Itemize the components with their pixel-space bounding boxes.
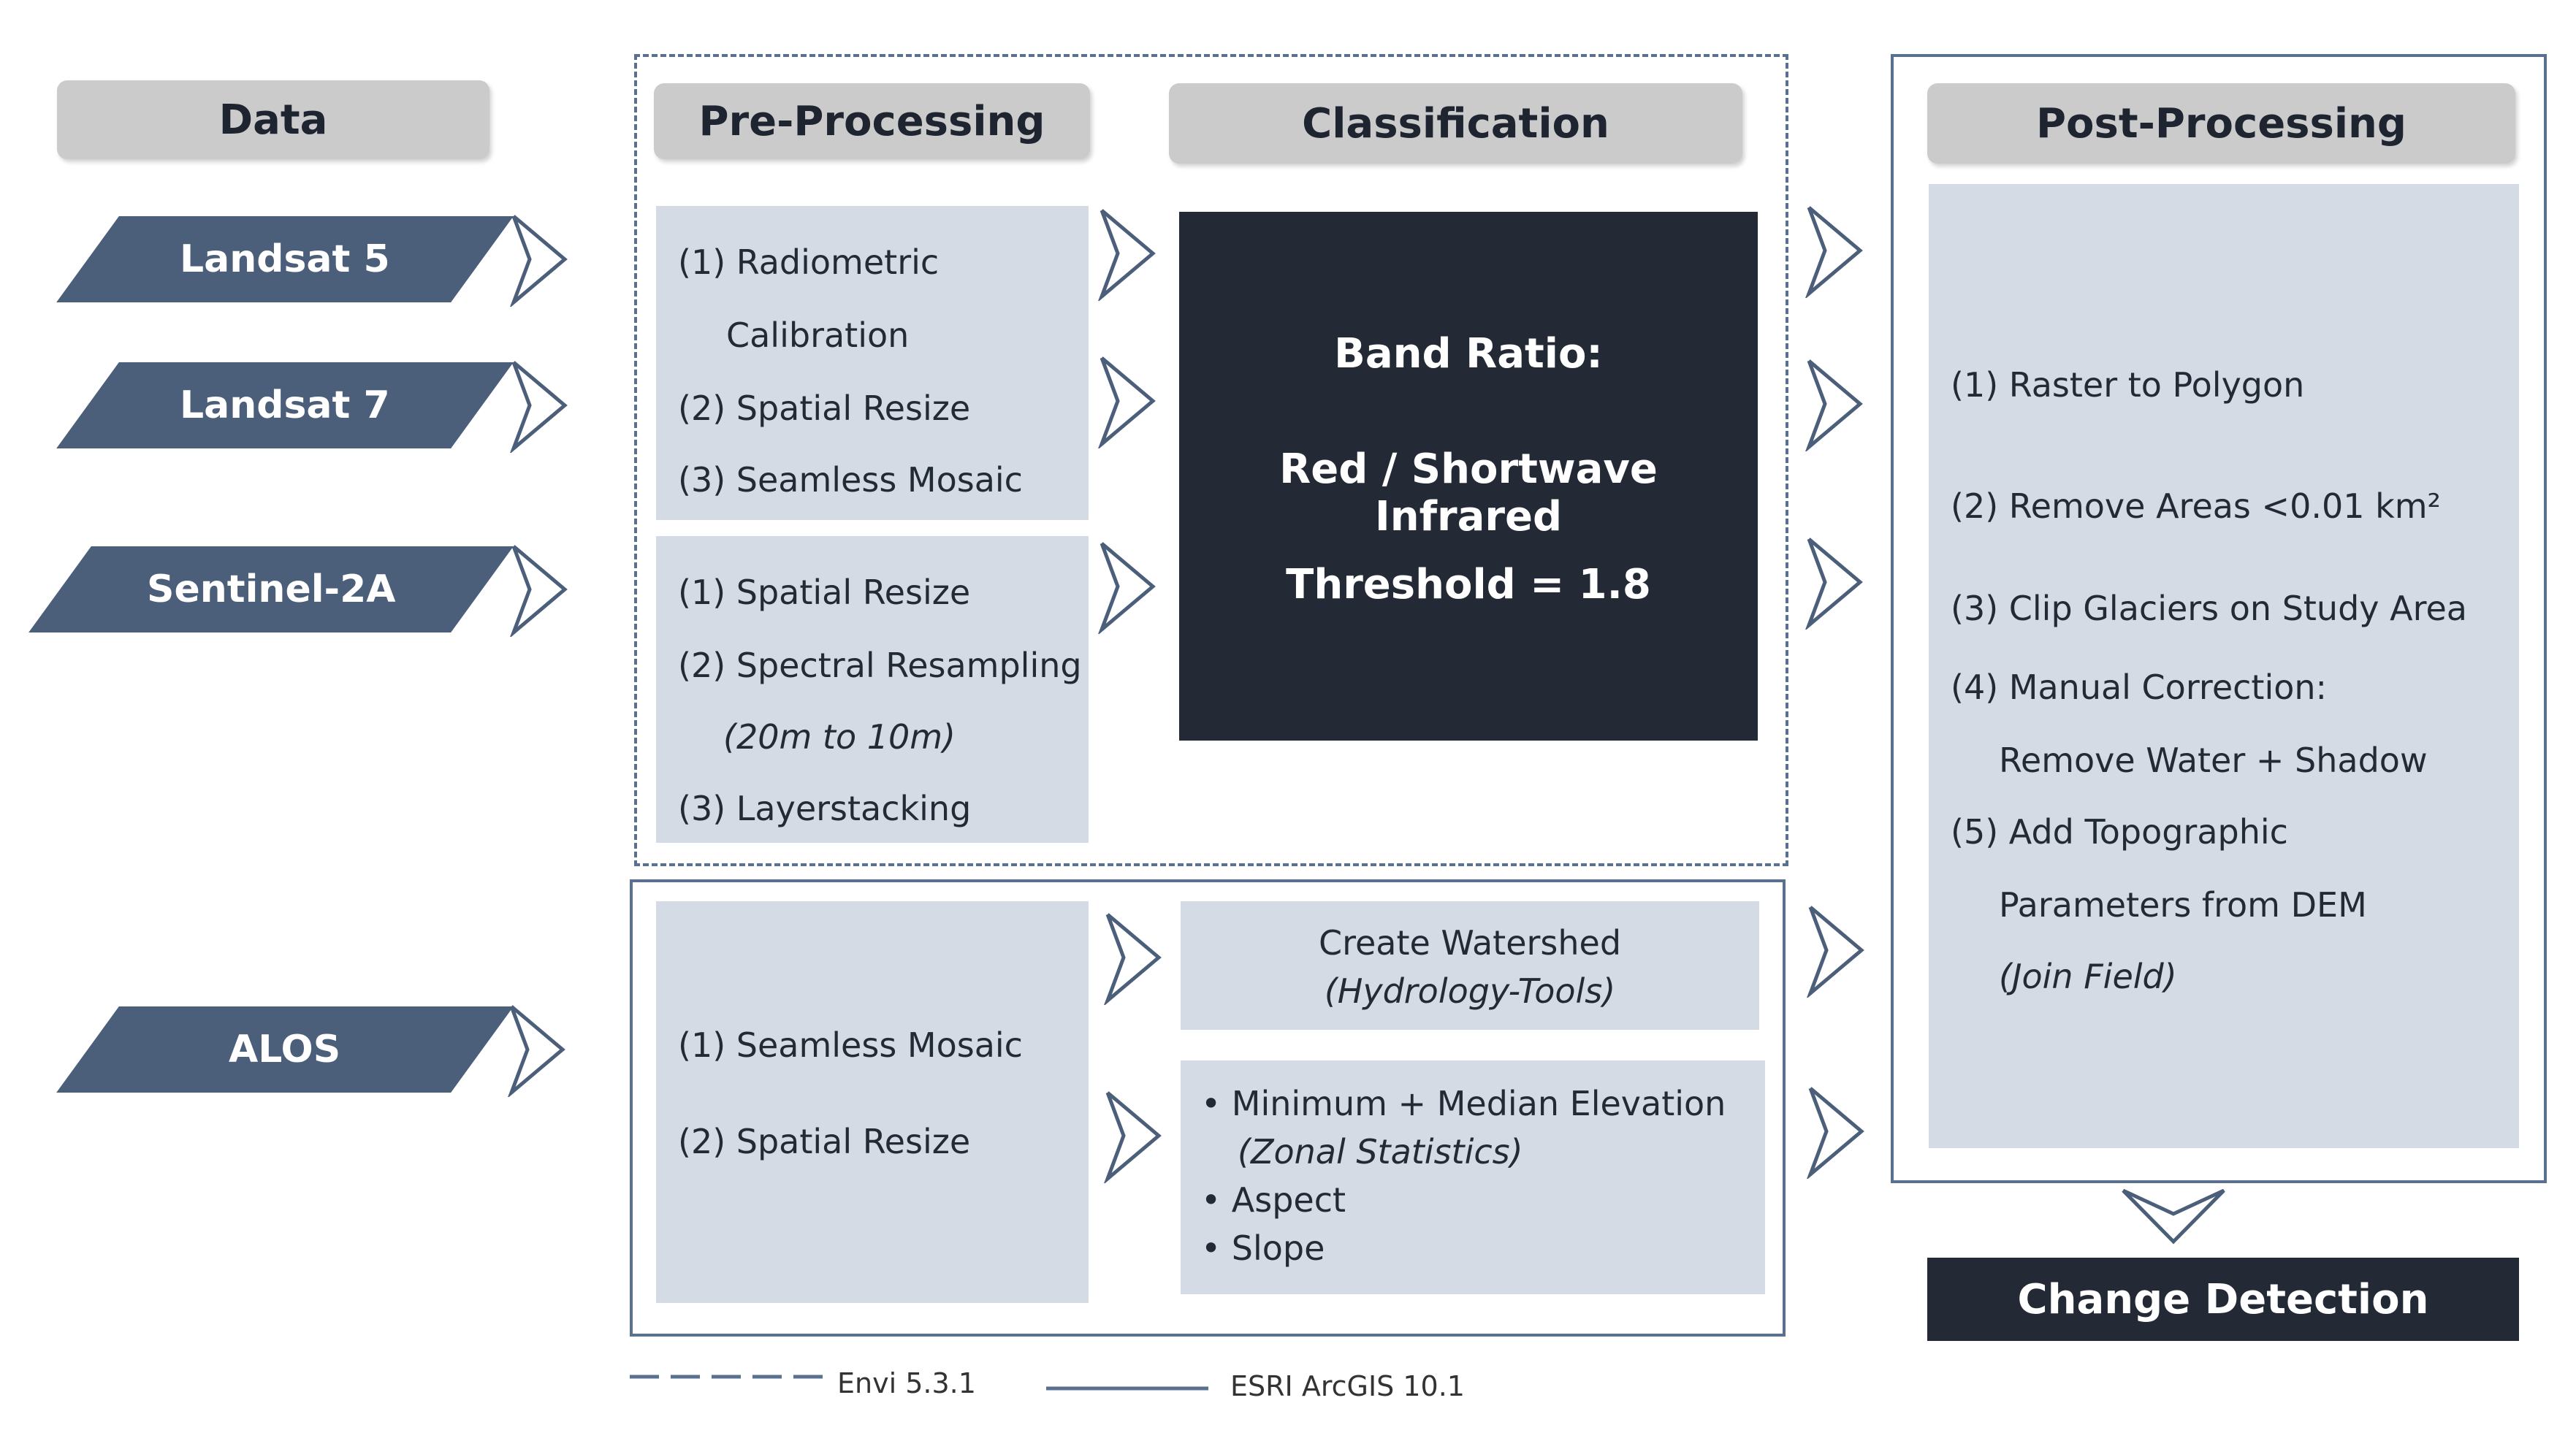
legend-dashed-label: Envi 5.3.1 xyxy=(837,1367,976,1399)
step-text: (2) Spatial Resize xyxy=(678,1122,971,1161)
header-classification: Classification xyxy=(1169,83,1742,164)
legend-solid-line xyxy=(1046,1386,1208,1391)
header-data: Data xyxy=(57,80,489,159)
step-text: (1) Spatial Resize xyxy=(678,573,971,612)
step-text: (4) Manual Correction: xyxy=(1951,668,2328,707)
legend-solid-label: ESRI ArcGIS 10.1 xyxy=(1230,1370,1465,1402)
chevron-right-icon xyxy=(1104,1091,1162,1183)
preprocessing-landsat-box: (1) Radiometric Calibration (2) Spatial … xyxy=(656,206,1089,520)
chevron-right-icon xyxy=(508,1005,565,1097)
chevron-right-icon xyxy=(1805,359,1863,451)
step-text: (2) Spectral Resampling xyxy=(678,646,1082,685)
step-text: (3) Layerstacking xyxy=(678,789,972,828)
step-text: Remove Water + Shadow xyxy=(1999,741,2428,780)
postprocessing-box: (1) Raster to Polygon (2) Remove Areas <… xyxy=(1929,184,2519,1148)
chevron-right-icon xyxy=(1805,206,1863,298)
header-postprocessing: Post-Processing xyxy=(1927,83,2515,164)
data-source-sentinel-2a: Sentinel-2A xyxy=(28,546,514,632)
step-text: (1) Radiometric xyxy=(678,242,940,282)
chevron-right-icon xyxy=(1098,356,1156,448)
classification-box: Band Ratio: Red / Shortwave Infrared Thr… xyxy=(1179,212,1758,741)
bullet-item: • Minimum + Median Elevation xyxy=(1201,1084,1726,1123)
step-text: (20m to 10m) xyxy=(723,717,956,757)
step-text: (5) Add Topographic xyxy=(1951,812,2288,852)
band-ratio-label: Band Ratio: xyxy=(1334,330,1603,378)
step-text: (2) Spatial Resize xyxy=(678,389,971,428)
zonal-statistics-box: • Minimum + Median Elevation (Zonal Stat… xyxy=(1181,1060,1765,1294)
watershed-tool: (Hydrology-Tools) xyxy=(1324,971,1616,1011)
chevron-right-icon xyxy=(1805,538,1863,630)
chevron-right-icon xyxy=(1098,542,1156,634)
step-text: (3) Seamless Mosaic xyxy=(678,460,1023,500)
step-text: (3) Clip Glaciers on Study Area xyxy=(1951,589,2467,628)
chevron-right-icon xyxy=(1807,1087,1864,1179)
data-source-landsat-7: Landsat 7 xyxy=(56,362,514,448)
step-text: (1) Raster to Polygon xyxy=(1951,365,2305,405)
step-text: (Join Field) xyxy=(1999,957,2177,996)
step-text: (2) Remove Areas <0.01 km² xyxy=(1951,486,2441,526)
chevron-right-icon xyxy=(510,361,568,453)
chevron-right-icon xyxy=(1104,913,1162,1005)
chevron-down-icon xyxy=(2122,1188,2225,1245)
arcgis-solid-frame-post xyxy=(1891,54,2547,1183)
watershed-box: Create Watershed (Hydrology-Tools) xyxy=(1181,901,1759,1030)
change-detection-label: Change Detection xyxy=(2017,1275,2429,1323)
bullet-item: • Aspect xyxy=(1201,1180,1346,1220)
threshold-value: Threshold = 1.8 xyxy=(1286,561,1651,608)
bullet-subtext: (Zonal Statistics) xyxy=(1238,1132,1523,1171)
chevron-right-icon xyxy=(510,215,568,307)
chevron-right-icon xyxy=(1807,906,1864,998)
bullet-item: • Slope xyxy=(1201,1228,1325,1268)
step-text: Parameters from DEM xyxy=(1999,885,2367,925)
chevron-right-icon xyxy=(510,545,568,637)
envi-dashed-frame xyxy=(634,54,1788,866)
data-source-landsat-5: Landsat 5 xyxy=(56,216,514,302)
arcgis-solid-frame-lower xyxy=(630,879,1786,1337)
step-text: (1) Seamless Mosaic xyxy=(678,1025,1023,1065)
legend-dashed-line xyxy=(630,1375,827,1379)
watershed-title: Create Watershed xyxy=(1318,923,1622,963)
preprocessing-alos-box: (1) Seamless Mosaic (2) Spatial Resize xyxy=(656,901,1089,1303)
step-text: Calibration xyxy=(726,316,910,355)
preprocessing-sentinel-box: (1) Spatial Resize (2) Spectral Resampli… xyxy=(656,536,1089,843)
band-ratio-value: Red / Shortwave Infrared xyxy=(1279,446,1658,540)
change-detection-box: Change Detection xyxy=(1927,1258,2519,1341)
chevron-right-icon xyxy=(1098,209,1156,301)
data-source-alos: ALOS xyxy=(56,1006,514,1093)
header-preprocessing: Pre-Processing xyxy=(654,83,1090,159)
